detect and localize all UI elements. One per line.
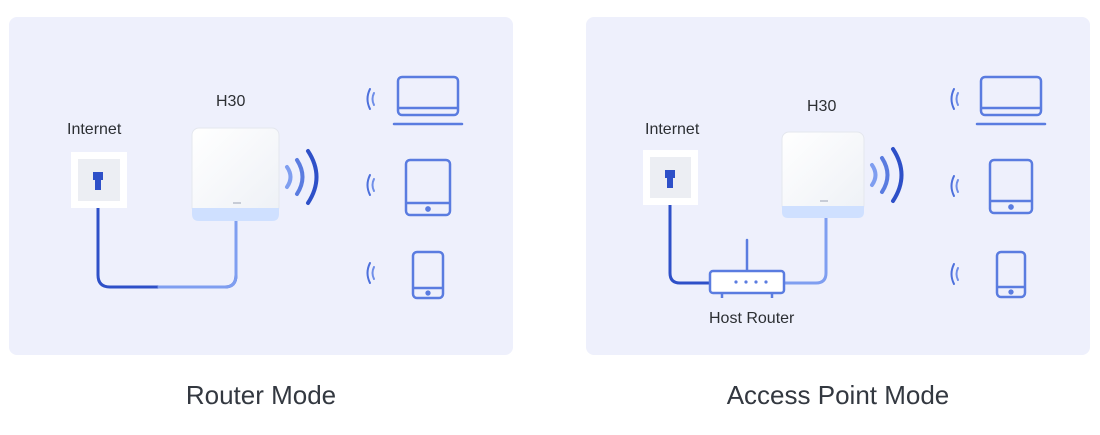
wifi-signal-icon: [950, 88, 959, 285]
tablet-icon: [404, 158, 452, 217]
tablet-icon: [988, 158, 1034, 215]
phone-icon: [995, 250, 1027, 299]
phone-icon: [411, 250, 445, 300]
ethernet-port-icon: [71, 152, 127, 208]
mesh-unit-icon: [191, 127, 280, 221]
internet-label: Internet: [67, 121, 122, 138]
device-label: H30: [807, 98, 837, 115]
ethernet-cable-light: [157, 215, 238, 289]
ethernet-cable: [668, 185, 712, 285]
ethernet-port-icon: [643, 150, 698, 205]
mesh-unit-icon: [781, 131, 865, 218]
access-point-mode-caption: Access Point Mode: [726, 380, 950, 410]
laptop-icon: [392, 75, 464, 126]
wifi-signal-icon: [366, 88, 375, 284]
wifi-signal-icon: [285, 149, 319, 205]
laptop-icon: [975, 75, 1047, 126]
device-label: H30: [216, 93, 246, 110]
router-icon: [708, 238, 786, 298]
router-mode-panel: Internet H30: [9, 17, 513, 355]
host-router-label: Host Router: [709, 310, 795, 327]
wifi-signal-icon: [870, 147, 904, 203]
router-mode-diagram: [71, 75, 464, 300]
access-point-mode-diagram: [643, 75, 1047, 299]
access-point-mode-panel: Internet H30 Host Router: [586, 17, 1090, 355]
router-mode-caption: Router Mode: [185, 380, 337, 410]
internet-label: Internet: [645, 121, 700, 138]
ethernet-cable-light: [782, 213, 828, 285]
